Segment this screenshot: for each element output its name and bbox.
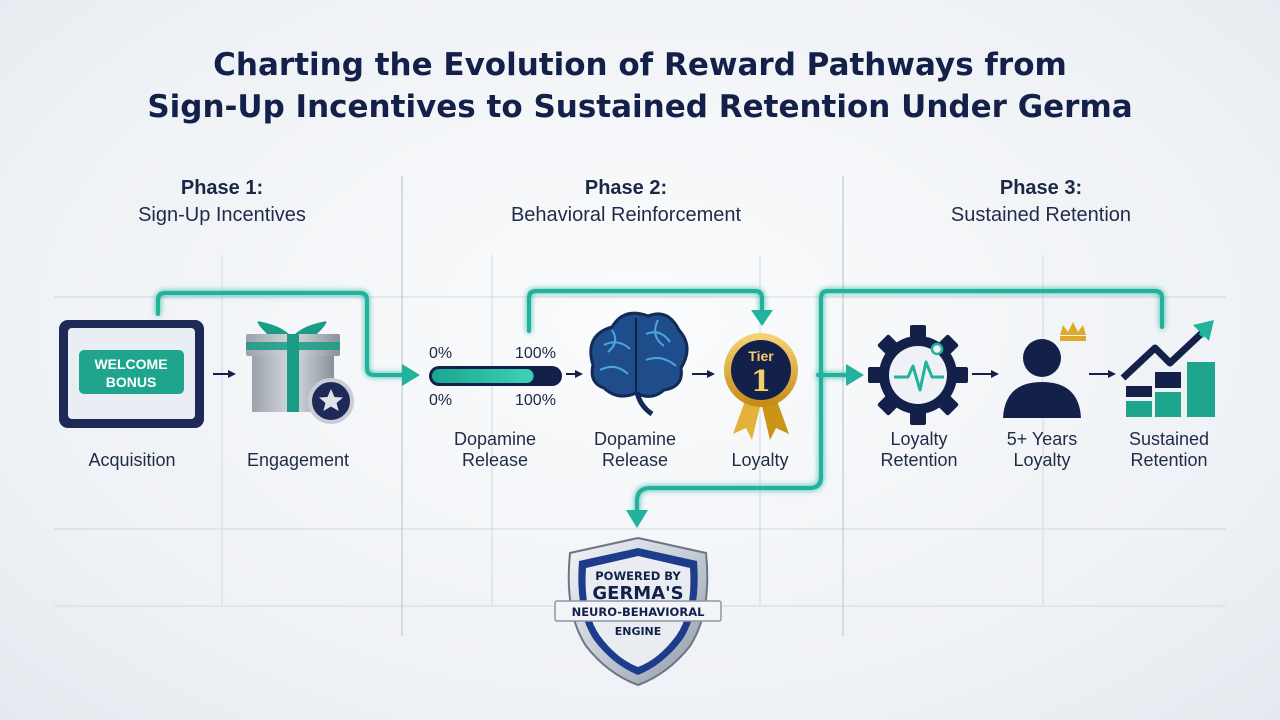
step-label-line: Sustained <box>1128 429 1210 449</box>
phase-3-name: Sustained Retention <box>950 204 1132 226</box>
brain-icon <box>589 311 689 417</box>
person-crown-icon <box>1003 322 1086 418</box>
step-label-line: Retention <box>880 450 958 470</box>
svg-text:POWERED BY: POWERED BY <box>595 569 681 583</box>
phase-1-header: Phase 1: Sign-Up Incentives <box>12 175 432 229</box>
phase-1-name: Sign-Up Incentives <box>138 204 306 226</box>
step-label-line: Retention <box>1130 450 1208 470</box>
title-line-2: Sign-Up Incentives to Sustained Retentio… <box>147 89 1133 125</box>
step-label-line: Dopamine <box>453 429 537 449</box>
progress-end-label-bottom: 100% <box>515 392 556 409</box>
step-label-engagement: Engagement <box>218 450 378 471</box>
step-label-line: Engagement <box>246 450 350 470</box>
svg-text:Tier: Tier <box>748 348 774 364</box>
title-line-1: Charting the Evolution of Reward Pathway… <box>213 47 1067 83</box>
tablet-icon: WELCOME BONUS <box>59 320 204 428</box>
step-label-line: Release <box>601 450 669 470</box>
progress-bar-icon <box>429 366 562 386</box>
svg-text:GERMA'S: GERMA'S <box>592 583 683 604</box>
phase-2-header: Phase 2: Behavioral Reinforcement <box>416 175 836 229</box>
step-label-dopamine-release-2: Dopamine Release <box>555 429 715 471</box>
step-label-loyalty-retention: Loyalty Retention <box>839 429 999 471</box>
phase-2-name: Behavioral Reinforcement <box>510 204 742 226</box>
step-label-five-years-loyalty: 5+ Years Loyalty <box>962 429 1122 471</box>
step-label-acquisition: Acquisition <box>52 450 212 471</box>
step-label-line: Loyalty <box>890 429 948 449</box>
step-label-loyalty: Loyalty <box>680 450 840 471</box>
step-label-line: Acquisition <box>88 450 176 470</box>
phase-3-number: Phase 3: <box>999 177 1083 199</box>
flow-connectors <box>156 289 1164 515</box>
phase-2-number: Phase 2: <box>584 177 668 199</box>
svg-text:ENGINE: ENGINE <box>615 625 662 638</box>
flow-arrowheads <box>402 310 864 528</box>
step-label-line: Loyalty <box>1013 450 1071 470</box>
svg-text:1: 1 <box>751 364 771 398</box>
step-label-dopamine-release-1: Dopamine Release <box>415 429 575 471</box>
step-label-line: 5+ Years <box>1006 429 1078 449</box>
gift-icon <box>246 321 354 424</box>
step-label-line: Release <box>461 450 529 470</box>
growth-chart-icon <box>1120 320 1215 417</box>
progress-start-label-bottom: 0% <box>429 392 453 409</box>
step-label-sustained-retention: Sustained Retention <box>1089 429 1249 471</box>
shield-badge-icon: POWERED BY GERMA'S NEURO-BEHAVIORAL ENGI… <box>554 536 722 687</box>
heartbeat-gear-icon <box>868 325 968 425</box>
progress-end-label-top: 100% <box>515 345 556 362</box>
svg-text:WELCOME: WELCOME <box>94 356 167 372</box>
step-label-line: Dopamine <box>593 429 677 449</box>
phase-1-number: Phase 1: <box>180 177 264 199</box>
svg-text:NEURO-BEHAVIORAL: NEURO-BEHAVIORAL <box>572 605 706 619</box>
page-title: Charting the Evolution of Reward Pathway… <box>0 44 1280 128</box>
phase-3-header: Phase 3: Sustained Retention <box>831 175 1251 229</box>
phase-dividers <box>401 176 844 636</box>
tier-medal-icon: Tier 1 <box>724 333 798 440</box>
progress-start-label-top: 0% <box>429 345 453 362</box>
step-label-line: Loyalty <box>731 450 789 470</box>
progress-bar-fill <box>432 369 534 383</box>
svg-text:BONUS: BONUS <box>106 374 157 390</box>
